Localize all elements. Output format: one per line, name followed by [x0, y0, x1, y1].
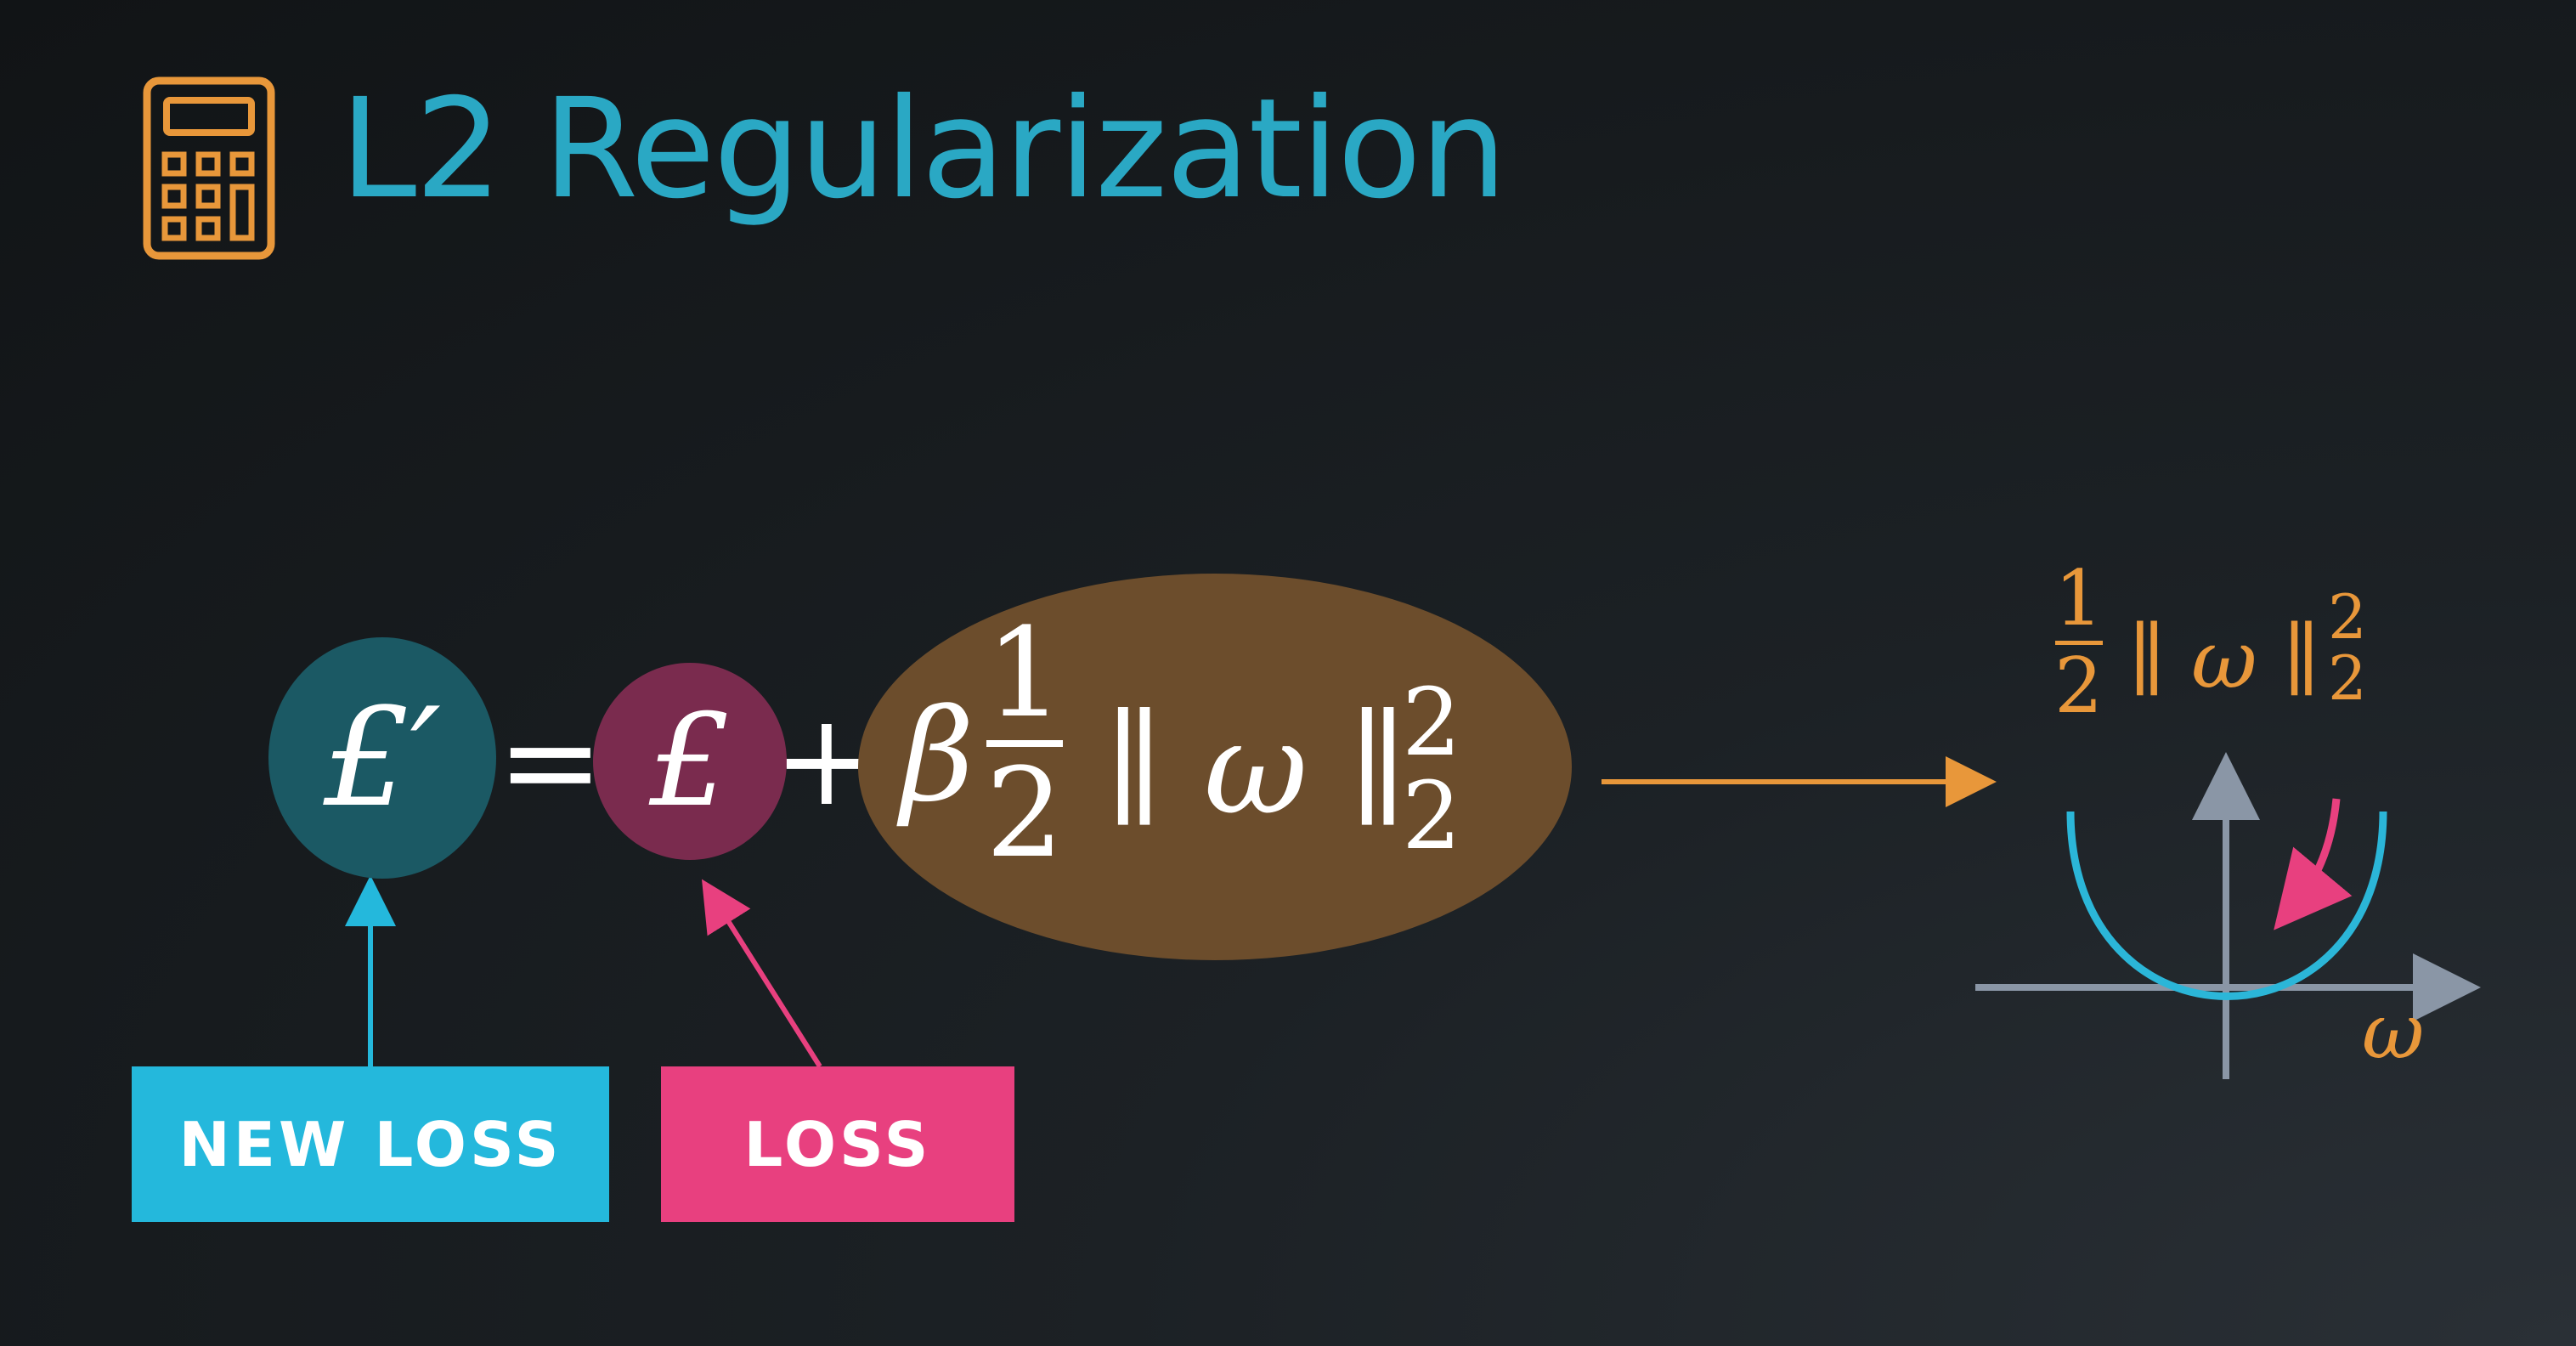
beta-symbol: β [901, 682, 974, 830]
descent-arrow [2274, 798, 2353, 930]
equals-sign: = [497, 688, 604, 836]
side-weight-norm: ∥ ω ∥ [2128, 614, 2320, 707]
regularizer-highlight [858, 574, 1572, 960]
new-loss-symbol: £′ [323, 678, 442, 837]
side-norm-superscript: 2 [2328, 581, 2367, 653]
weight-norm: ∥ ω ∥ [1104, 695, 1408, 843]
norm-exponents: 2 2 [1402, 676, 1461, 862]
side-fraction-bar [2054, 641, 2103, 645]
fraction-numerator: 1 [986, 602, 1065, 745]
loss-symbol: £ [649, 687, 731, 835]
omega-axis-label: ω [2362, 987, 2425, 1077]
norm-superscript: 2 [1402, 668, 1461, 777]
side-half-fraction: 1 2 [2054, 561, 2103, 725]
calculator-icon [143, 76, 275, 260]
side-fraction-denominator: 2 [2054, 642, 2104, 731]
loss-arrow [701, 879, 822, 1068]
norm-subscript: 2 [1402, 761, 1461, 870]
fraction-denominator: 2 [986, 742, 1065, 885]
side-norm-exponents: 2 2 [2328, 586, 2367, 709]
half-fraction: 1 2 [986, 612, 1064, 875]
quadratic-curve [2066, 811, 2387, 1000]
fraction-bar [986, 740, 1064, 747]
loss-circle: £ [593, 663, 787, 860]
loss-label: LOSS [661, 1066, 1014, 1222]
new-loss-label: NEW LOSS [132, 1066, 609, 1222]
side-norm-subscript: 2 [2328, 642, 2367, 714]
side-fraction-numerator: 1 [2054, 554, 2104, 643]
page-title: L2 Regularization [340, 70, 1507, 229]
new-loss-circle: £′ [268, 637, 496, 879]
